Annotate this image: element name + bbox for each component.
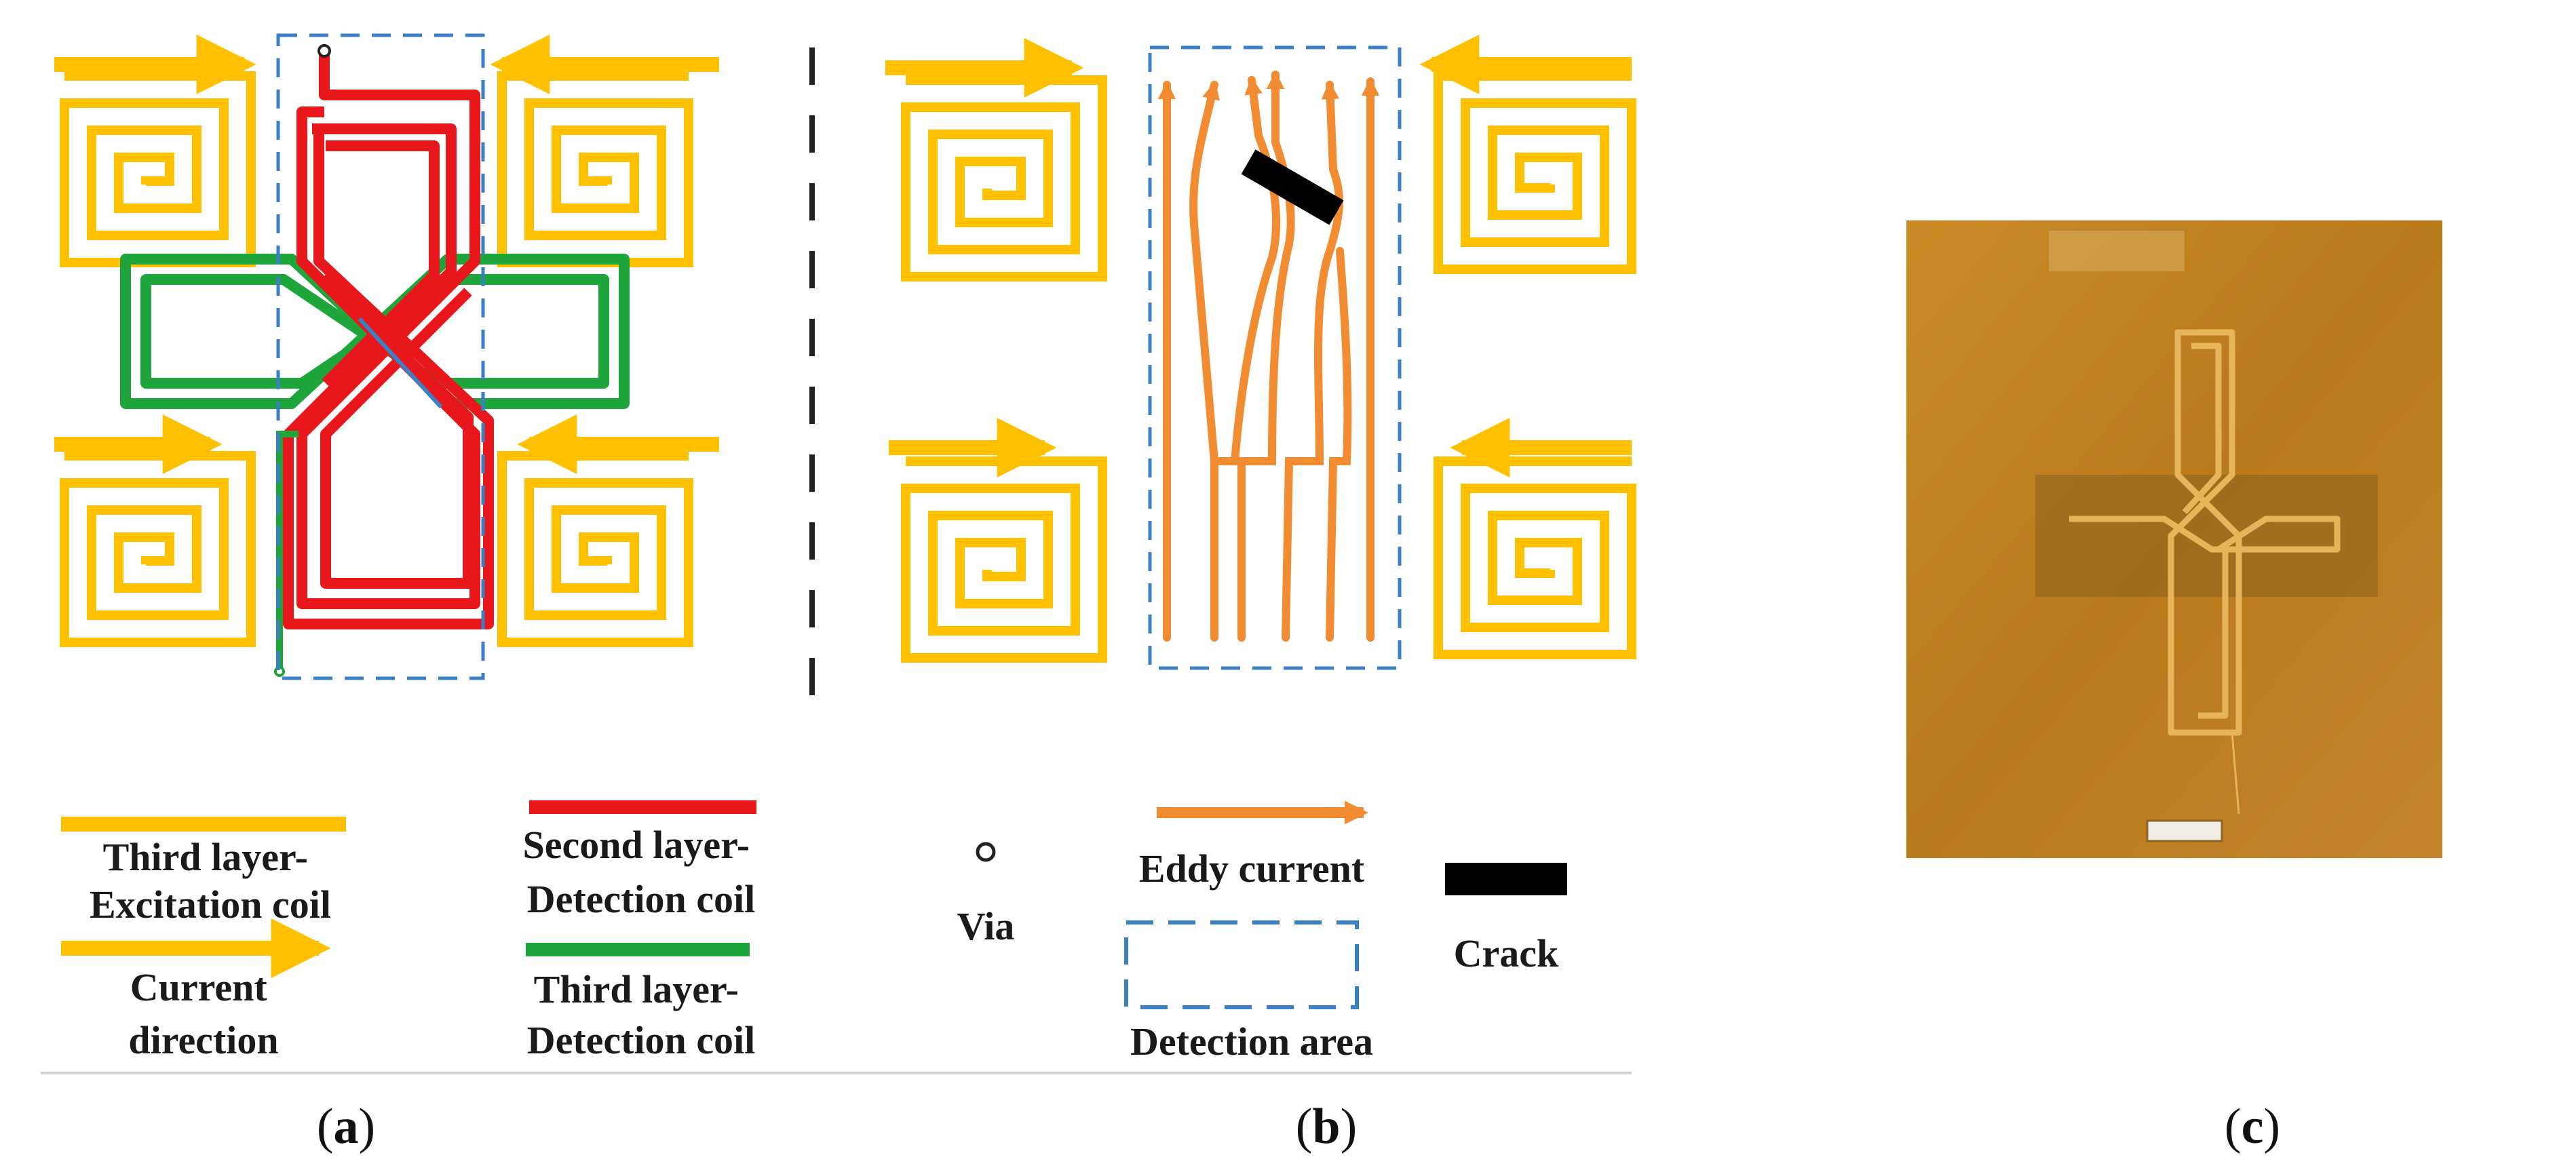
detection-area-a: [276, 33, 485, 680]
legend-current-label: Current direction: [128, 965, 278, 1062]
pcb-dark-cross: [2035, 475, 2378, 597]
excitation-coil: [1434, 456, 1636, 659]
legend-via-label: Via: [957, 904, 1015, 948]
eddy-currents: [1157, 71, 1380, 642]
legend: Third layer- Excitation coil Current dir…: [41, 800, 1632, 1074]
excitation-coil: [60, 71, 256, 267]
eddy-current-line: [1189, 81, 1220, 465]
excitation-coil: [497, 451, 693, 647]
excitation-coils-b: [901, 71, 1636, 663]
legend-crack-label: Crack: [1454, 931, 1559, 975]
legend-eddy-label: Eddy current: [1139, 846, 1365, 891]
legend-second-detection-label: Second layer- Detection coil: [522, 823, 759, 921]
legend-area-swatch: [1124, 920, 1359, 1009]
legend-third-detection-label: Third layer- Detection coil: [527, 967, 756, 1062]
legend-excitation-label: Third layer- Excitation coil: [90, 835, 331, 927]
eddy-current-line: [1326, 247, 1352, 642]
legend-area-label: Detection area: [1130, 1019, 1373, 1064]
excitation-coil: [60, 451, 256, 647]
pcb-glare: [2049, 231, 2185, 271]
current-arrows-b: [885, 35, 1632, 478]
excitation-coil: [497, 71, 693, 267]
legend-via-swatch: [976, 842, 996, 862]
underlay-trace: [358, 317, 443, 409]
eddy-current-line: [1282, 81, 1344, 642]
caption-a: (a): [317, 1099, 375, 1154]
detection-area-b: [1148, 45, 1402, 670]
panel-b: [885, 35, 1636, 670]
pcb-traces: [2069, 329, 2341, 736]
pcb-connector: [2146, 819, 2223, 842]
second-layer-detection-coil: [283, 54, 494, 629]
crack: [1241, 149, 1344, 225]
excitation-coil: [901, 456, 1107, 663]
excitation-coil: [901, 75, 1107, 281]
excitation-coil: [1434, 71, 1636, 274]
caption-b: (b): [1296, 1099, 1357, 1154]
legend-crack-swatch: [1445, 863, 1567, 895]
caption-c: (c): [2225, 1099, 2280, 1154]
via-marker: [318, 44, 331, 58]
current-arrows-a: [54, 35, 719, 474]
panel-c-photo: [1906, 220, 2442, 858]
pcb-lead: [2231, 732, 2240, 815]
panel-a: [54, 33, 719, 680]
